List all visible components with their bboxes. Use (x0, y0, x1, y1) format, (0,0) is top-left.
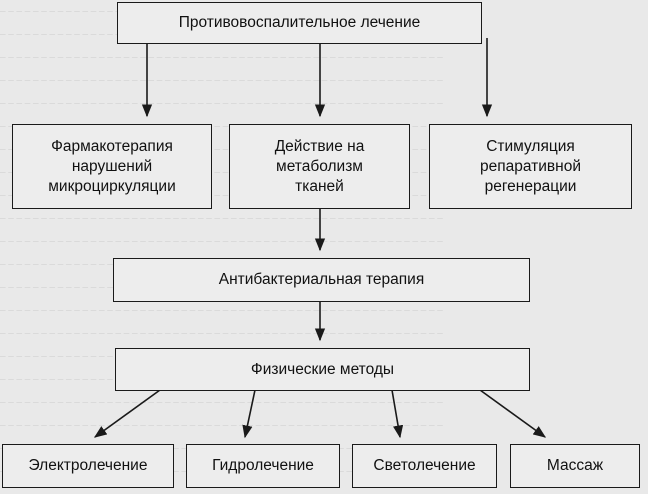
branch-label-pharmacotherapy: Фармакотерапия нарушений микроциркуляции (48, 137, 176, 195)
method-label-massage: Массаж (546, 457, 604, 474)
method-label-hydro: Гидролечение (212, 457, 314, 474)
arrow-physical-to-electro (93, 389, 161, 438)
root-node: Противовоспалительное лечение (117, 2, 482, 44)
branch-node-pharmacotherapy: Фармакотерапия нарушений микроциркуляции (12, 124, 212, 209)
branch-node-regeneration: Стимуляция репаративной регенерации (429, 124, 632, 209)
method-node-massage: Массаж (510, 444, 640, 488)
branch-label-metabolism: Действие на метаболизм тканей (274, 137, 365, 195)
root-label: Противовоспалительное лечение (178, 14, 421, 31)
arrow-physical-to-hydro (242, 389, 256, 439)
method-node-electro: Электролечение (2, 444, 174, 488)
physical-methods-node: Физические методы (115, 348, 530, 391)
antibacterial-label: Антибактериальная терапия (218, 271, 425, 288)
method-node-light: Светолечение (352, 444, 497, 488)
method-label-electro: Электролечение (28, 457, 148, 474)
arrow-physical-to-massage (479, 389, 547, 438)
method-node-hydro: Гидролечение (186, 444, 340, 488)
physical-methods-label: Физические методы (250, 360, 395, 378)
branch-label-regeneration: Стимуляция репаративной регенерации (480, 137, 581, 195)
antibacterial-node: Антибактериальная терапия (113, 258, 530, 302)
arrow-physical-to-light (391, 389, 404, 439)
branch-node-metabolism: Действие на метаболизм тканей (229, 124, 410, 209)
method-label-light: Светолечение (373, 457, 476, 474)
